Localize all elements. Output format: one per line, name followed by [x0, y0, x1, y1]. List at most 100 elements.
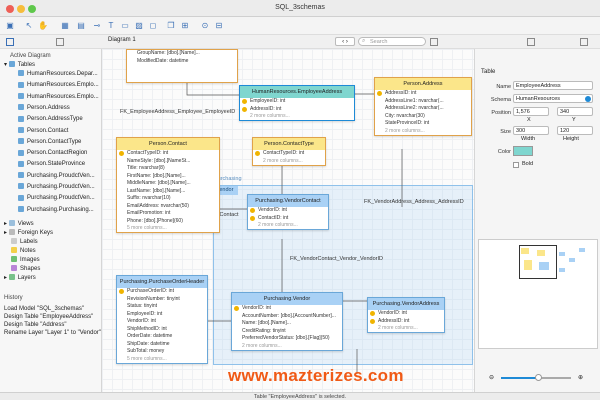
more-columns[interactable]: 2 more columns... — [258, 222, 298, 228]
tables-group[interactable]: ▾ Tables — [4, 61, 36, 68]
column-text: PurchaseOrderID: int — [127, 288, 174, 294]
note-icon[interactable]: ▭ — [121, 21, 129, 30]
relationship-label[interactable]: FK_EmployeeAddress_Employee_EmployeeID — [120, 109, 236, 115]
position-y-field[interactable]: 340 — [557, 107, 593, 116]
close-window-button[interactable] — [6, 5, 14, 13]
more-columns[interactable]: 5 more columns... — [127, 355, 167, 362]
more-columns[interactable]: 2 more columns... — [242, 342, 282, 349]
zoom-icon[interactable]: ⊙ — [201, 21, 209, 30]
history-item[interactable]: Rename Layer "Layer 1" to "Vendor" — [4, 330, 101, 336]
sidebar-table-item[interactable]: Purchasing.ProudctVen... — [18, 172, 95, 181]
sidebar-table-item[interactable]: HumanResources.Emplo... — [18, 93, 99, 102]
column-text: AddressID: int — [378, 317, 410, 324]
table-partial-top[interactable]: GroupName: [dbo].[Name]... ModifiedDate:… — [126, 49, 238, 83]
width-field[interactable]: 300 — [513, 126, 549, 135]
sidebar-table-item[interactable]: Person.StateProvince — [18, 160, 85, 169]
table-row: EmployeeID: int — [240, 98, 354, 106]
shapes-group[interactable]: Shapes — [11, 265, 40, 274]
minimize-window-button[interactable] — [17, 5, 25, 13]
sidebar-table-item[interactable]: Purchasing.ProudctVen... — [18, 183, 95, 192]
sidebar-table-item[interactable]: Person.Contact — [18, 126, 68, 136]
foreign-key-icon[interactable]: ⊸ — [93, 21, 101, 30]
save-icon[interactable]: ▣ — [6, 21, 14, 30]
table-name-field[interactable]: EmployeeAddress — [513, 81, 593, 90]
inspector-tab-icon[interactable] — [527, 38, 535, 46]
notes-group[interactable]: Notes — [11, 247, 36, 256]
objects-tab-icon[interactable] — [56, 38, 64, 46]
more-columns[interactable]: 2 more columns... — [378, 325, 418, 331]
navigator-minimap[interactable] — [478, 239, 598, 349]
text-icon[interactable]: T — [108, 21, 114, 30]
align-icon[interactable]: ⊞ — [181, 21, 189, 30]
more-columns[interactable]: 2 more columns... — [385, 127, 425, 134]
more-columns[interactable]: 2 more columns... — [263, 157, 303, 164]
table-icon — [18, 104, 24, 111]
grid-icon[interactable]: ⊟ — [215, 21, 223, 30]
status-bar: Table "EmployeeAddress" is selected. — [0, 392, 600, 400]
bold-checkbox[interactable] — [513, 162, 519, 168]
image-icon[interactable]: ▨ — [135, 21, 143, 30]
hand-icon[interactable]: ✋ — [38, 21, 48, 30]
color-swatch[interactable] — [513, 146, 533, 156]
more-columns[interactable]: 5 more columns... — [127, 225, 167, 231]
primary-key-icon — [242, 106, 247, 112]
sidebar-table-item[interactable]: Purchasing.Purchasing... — [18, 206, 94, 215]
objects-sidebar: Active Diagram ▾ Tables HumanResources.D… — [0, 49, 102, 392]
shape-icon[interactable]: ◻ — [149, 21, 157, 30]
relationship-label[interactable]: FK_VendorAddress_Address_AddressID — [364, 199, 464, 205]
viewport-rect[interactable] — [519, 245, 557, 279]
layout-icon[interactable] — [430, 38, 438, 46]
labels-group[interactable]: Labels — [11, 238, 38, 247]
table-icon — [18, 149, 24, 156]
more-columns[interactable]: 2 more columns... — [250, 113, 290, 119]
relationship-label[interactable]: FK_VendorContact_Vendor_VendorID — [290, 256, 383, 262]
sidebar-table-item[interactable]: HumanResources.Depar... — [18, 70, 98, 79]
sidebar-table-item[interactable]: Person.ContactRegion — [18, 149, 87, 158]
sidebar-table-item[interactable]: Person.Address — [18, 104, 70, 113]
nav-back-forward-button[interactable]: ‹ › — [335, 37, 355, 46]
table-icon[interactable]: ▦ — [61, 21, 69, 30]
foreign-keys-group[interactable]: ▸ Foreign Keys — [4, 229, 54, 236]
primary-key-icon — [242, 99, 247, 104]
view-icon[interactable]: ▤ — [77, 21, 85, 30]
layers-group[interactable]: ▸ Layers — [4, 274, 36, 281]
labels-icon — [11, 238, 17, 245]
column-text: Name: [dbo].[Name]... — [242, 320, 291, 326]
sidebar-table-item[interactable]: Purchasing.ProudctVen... — [18, 194, 95, 203]
zoom-out-icon[interactable]: ⊖ — [489, 375, 495, 381]
sidebar-table-item[interactable]: Person.ContactType — [18, 138, 81, 147]
diagram-canvas[interactable]: Vendor Purchasing FK_EmployeeAddress_Emp… — [102, 49, 474, 392]
views-group[interactable]: ▸ Views — [4, 220, 34, 227]
bold-label: Bold — [522, 161, 534, 167]
x-label: X — [527, 117, 531, 123]
zoom-slider-knob[interactable] — [535, 374, 542, 381]
position-x-field[interactable]: 1,576 — [513, 107, 549, 116]
height-field[interactable]: 120 — [557, 126, 593, 135]
zoom-window-button[interactable] — [28, 5, 36, 13]
schema-select[interactable]: HumanResources — [513, 94, 593, 103]
sidebar-table-item[interactable]: HumanResources.Emplo... — [18, 81, 99, 90]
sidebar-toggle-icon[interactable] — [6, 38, 14, 46]
navigator-tab-icon[interactable] — [580, 38, 588, 46]
history-item[interactable]: Design Table "Address" — [4, 322, 67, 328]
sidebar-table-item[interactable]: Person.AddressType — [18, 115, 83, 124]
chevron-down-icon — [585, 96, 591, 102]
zoom-in-icon[interactable]: ⊕ — [578, 375, 584, 381]
history-item[interactable]: Load Model "SQL_3schemas" — [4, 306, 84, 312]
history-item[interactable]: Design Table "EmployeeAddress" — [4, 314, 94, 320]
search-field[interactable]: ⌕ Search — [358, 37, 426, 46]
diagram-tab[interactable]: Diagram 1 — [108, 37, 136, 43]
column-text: ShipDate: datetime — [127, 340, 170, 347]
images-group[interactable]: Images — [11, 256, 40, 265]
layer-icon[interactable]: ❐ — [167, 21, 175, 30]
pointer-icon[interactable]: ↖ — [25, 21, 33, 30]
sidebar-table-label: Purchasing.ProudctVen... — [27, 184, 95, 190]
